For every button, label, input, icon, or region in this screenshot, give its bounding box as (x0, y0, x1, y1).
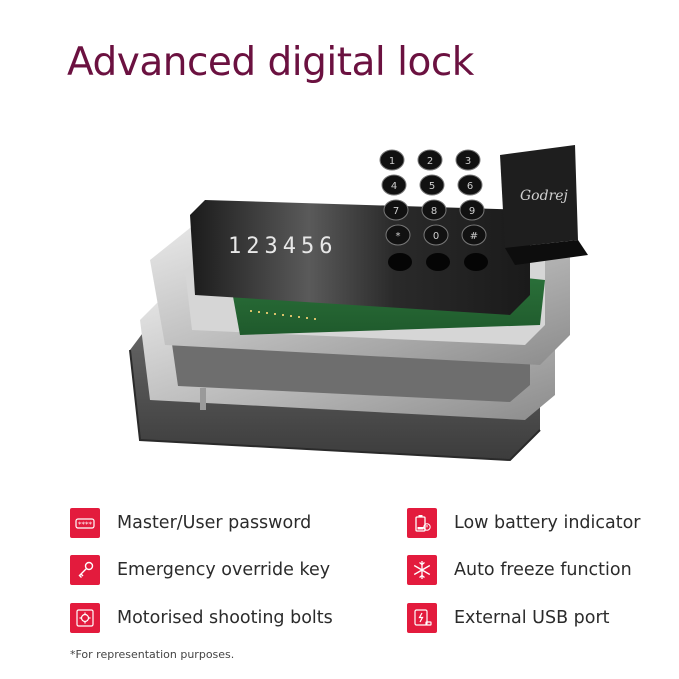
feature-item: Emergency override key (70, 555, 330, 585)
keypad-key: # (461, 224, 487, 246)
usb-port-icon (407, 603, 437, 633)
snowflake-icon (407, 555, 437, 585)
keypad-key: 9 (459, 199, 485, 221)
svg-text:6: 6 (467, 181, 473, 192)
keypad-keys: 1 2 3 4 5 6 7 8 9 * 0 # (379, 149, 488, 271)
feature-label: External USB port (454, 608, 610, 628)
keypad-key: 2 (417, 149, 443, 171)
footnote: *For representation purposes. (70, 648, 235, 661)
svg-text:#: # (470, 231, 478, 242)
keypad-hole (388, 253, 412, 271)
svg-text:*: * (396, 231, 401, 242)
key-icon (70, 555, 100, 585)
svg-text:5: 5 (429, 181, 435, 192)
svg-text:9: 9 (469, 206, 475, 217)
keypad-key: 4 (381, 174, 407, 196)
feature-item: **** Master/User password (70, 508, 311, 538)
svg-text:4: 4 (391, 181, 397, 192)
feature-label: Emergency override key (117, 560, 331, 580)
keypad-hole (464, 253, 488, 271)
low-battery-icon (407, 508, 437, 538)
page-title: Advanced digital lock (67, 40, 474, 85)
keypad-key: 7 (383, 199, 409, 221)
feature-label: Master/User password (117, 513, 312, 533)
side-module: Godrej (500, 145, 588, 265)
feature-item: Low battery indicator (407, 508, 641, 538)
keypad-key: 6 (457, 174, 483, 196)
keypad-key: 0 (423, 224, 449, 246)
keypad-key: 3 (455, 149, 481, 171)
display-digits: 123456 (228, 234, 337, 259)
feature-label: Low battery indicator (454, 513, 641, 533)
feature-item: Motorised shooting bolts (70, 603, 333, 633)
keypad-key: 5 (419, 174, 445, 196)
svg-text:****: **** (78, 521, 93, 529)
svg-text:2: 2 (427, 156, 433, 167)
keypad-key: 8 (421, 199, 447, 221)
keypad-hole (426, 253, 450, 271)
svg-text:1: 1 (389, 156, 395, 167)
password-icon: **** (70, 508, 100, 538)
keypad-key: * (385, 224, 411, 246)
feature-label: Motorised shooting bolts (117, 608, 333, 628)
svg-text:7: 7 (393, 206, 399, 217)
keypad-key: 1 (379, 149, 405, 171)
feature-item: Auto freeze function (407, 555, 632, 585)
brand-logo: Godrej (520, 188, 569, 204)
feature-label: Auto freeze function (454, 560, 632, 580)
svg-text:8: 8 (431, 206, 437, 217)
svg-text:0: 0 (433, 231, 439, 242)
svg-text:3: 3 (465, 156, 471, 167)
feature-item: External USB port (407, 603, 610, 633)
bolt-safe-icon (70, 603, 100, 633)
